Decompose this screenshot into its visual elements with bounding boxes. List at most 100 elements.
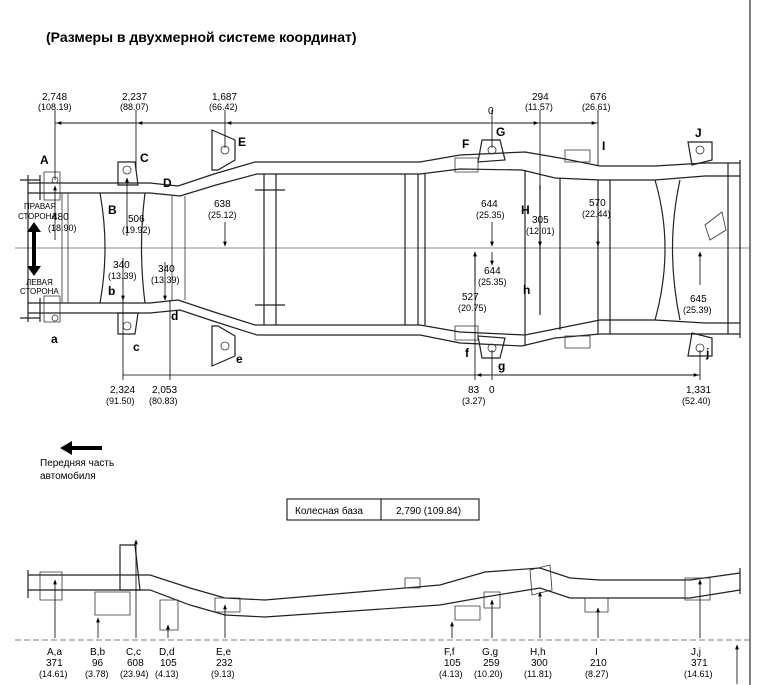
bracket-c-lower: [117, 312, 139, 335]
point-label-I: I: [602, 139, 605, 153]
top-dim-5-mm: 294: [532, 92, 549, 103]
side-bracket-h: [529, 564, 553, 596]
bottom-dim-3-inch: (3.27): [462, 396, 486, 406]
side-bracket-j: [684, 577, 711, 601]
crossmember-1: [61, 193, 69, 303]
crossmember-9: [654, 179, 681, 321]
crossmember-3: [171, 196, 186, 300]
point-label-d: d: [171, 309, 178, 323]
outrigger-e-lower: [211, 325, 236, 367]
top-dim-2-inch: (88.07): [120, 102, 149, 112]
height-7-mm: 259: [483, 658, 500, 669]
hw-dim-7-inch: (25.35): [478, 277, 507, 287]
height-9-pair: I: [595, 647, 598, 658]
crossmember-5: [404, 174, 419, 325]
height-4-mm: 105: [160, 658, 177, 669]
height-6-mm: 105: [444, 658, 461, 669]
height-9-mm: 210: [590, 658, 607, 669]
height-10-inch: (14.61): [684, 669, 713, 679]
hw-dim-6-mm: 644: [481, 199, 498, 210]
point-label-g: g: [498, 359, 505, 373]
bottom-dim-2-mm: 2,053: [152, 385, 177, 396]
hw-dim-3-inch: (13.39): [108, 271, 137, 281]
point-label-B: B: [108, 203, 117, 217]
top-dim-zero: 0: [488, 106, 494, 117]
wheelbase-box: Колесная база 2,790 (109.84): [286, 498, 480, 521]
point-label-b: b: [108, 284, 115, 298]
wheelbase-value: 2,790 (109.84): [396, 506, 461, 517]
mount-hole-c-upper: [122, 165, 132, 175]
side-bracket-d: [159, 599, 179, 631]
right-side-label-2: СТОРОНА: [18, 212, 57, 221]
side-rail-upper: [28, 567, 741, 601]
hw-dim-5-inch: (25.12): [208, 210, 237, 220]
left-side-label-2: СТОРОНА: [20, 287, 59, 296]
point-label-J: J: [695, 126, 702, 140]
right-rail-outer: [28, 151, 740, 187]
bottom-dim-3-mm: 83: [468, 385, 480, 396]
point-label-D: D: [163, 176, 172, 190]
height-1-inch: (14.61): [39, 669, 68, 679]
height-3-inch: (23.94): [120, 669, 149, 679]
front-crossmember: [20, 175, 41, 322]
top-dim-1-mm: 2,748: [42, 92, 67, 103]
hw-dim-9-inch: (12.01): [526, 226, 555, 236]
wheelbase-label: Колесная база: [295, 505, 363, 517]
side-rail-ends: [27, 568, 741, 598]
height-2-mm: 96: [92, 658, 104, 669]
bracket-g-upper: [477, 139, 506, 163]
hw-dim-4-inch: (13.39): [151, 275, 180, 285]
top-dim-3-inch: (66.42): [209, 102, 238, 112]
side-bracket-e: [214, 597, 241, 613]
height-7-pair: G,g: [482, 647, 498, 658]
bracket-j-upper: [687, 141, 713, 166]
frame-side-view: [27, 544, 741, 631]
side-bracket-f: [454, 605, 481, 621]
side-bracket-g: [483, 591, 501, 609]
height-8-inch: (11.81): [524, 669, 552, 679]
side-hole-1: [404, 577, 421, 589]
hw-dim-2-mm: 506: [128, 214, 145, 225]
hw-dim-1-mm: 480: [52, 212, 69, 223]
bracket-j-lower: [687, 332, 713, 357]
point-label-G: G: [496, 125, 505, 139]
top-dim-5-inch: (11.57): [525, 102, 553, 112]
hw-dim-6-inch: (25.35): [476, 210, 505, 220]
rear-crossmember: [727, 160, 741, 338]
right-side-label-1: ПРАВАЯ: [24, 202, 56, 211]
height-6-pair: F,f: [444, 647, 455, 658]
crossmember-4: [255, 174, 285, 325]
frame-top-view: [15, 129, 750, 367]
point-label-A: A: [40, 153, 49, 167]
bottom-dim-5-mm: 1,331: [686, 385, 711, 396]
outrigger-e-upper: [211, 129, 236, 171]
hw-dim-7-mm: 644: [484, 266, 501, 277]
hw-dim-5-mm: 638: [214, 199, 231, 210]
point-label-c: c: [133, 340, 140, 354]
mount-hole-e-lower: [220, 341, 230, 351]
mount-hole-c-lower: [122, 321, 132, 331]
bottom-dim-1-inch: (91.50): [106, 396, 135, 406]
height-8-mm: 300: [531, 658, 548, 669]
height-arrows: [53, 539, 702, 638]
brackets-f: [454, 157, 479, 341]
point-label-H: H: [521, 203, 530, 217]
height-1-pair: A,a: [47, 647, 62, 658]
bottom-dim-2-inch: (80.83): [149, 396, 178, 406]
hw-dim-9-mm: 305: [532, 215, 549, 226]
front-note-line-2: автомобиля: [40, 470, 96, 482]
front-brackets-a: [43, 171, 61, 323]
hw-dim-8-mm: 527: [462, 292, 479, 303]
side-bracket-b: [94, 591, 131, 616]
bottom-dim-1-mm: 2,324: [110, 385, 135, 396]
hw-dim-10-inch: (22.44): [582, 209, 611, 219]
height-6-inch: (4.13): [439, 669, 463, 679]
mount-hole-a-lower: [51, 314, 59, 322]
side-bracket-a: [39, 571, 63, 601]
height-3-pair: C,c: [126, 647, 141, 658]
height-7-inch: (10.20): [474, 669, 503, 679]
hw-dim-3-mm: 340: [113, 260, 130, 271]
rear-bracket: [704, 211, 727, 241]
brackets-i: [564, 149, 591, 349]
crossmember-7: [539, 178, 561, 330]
